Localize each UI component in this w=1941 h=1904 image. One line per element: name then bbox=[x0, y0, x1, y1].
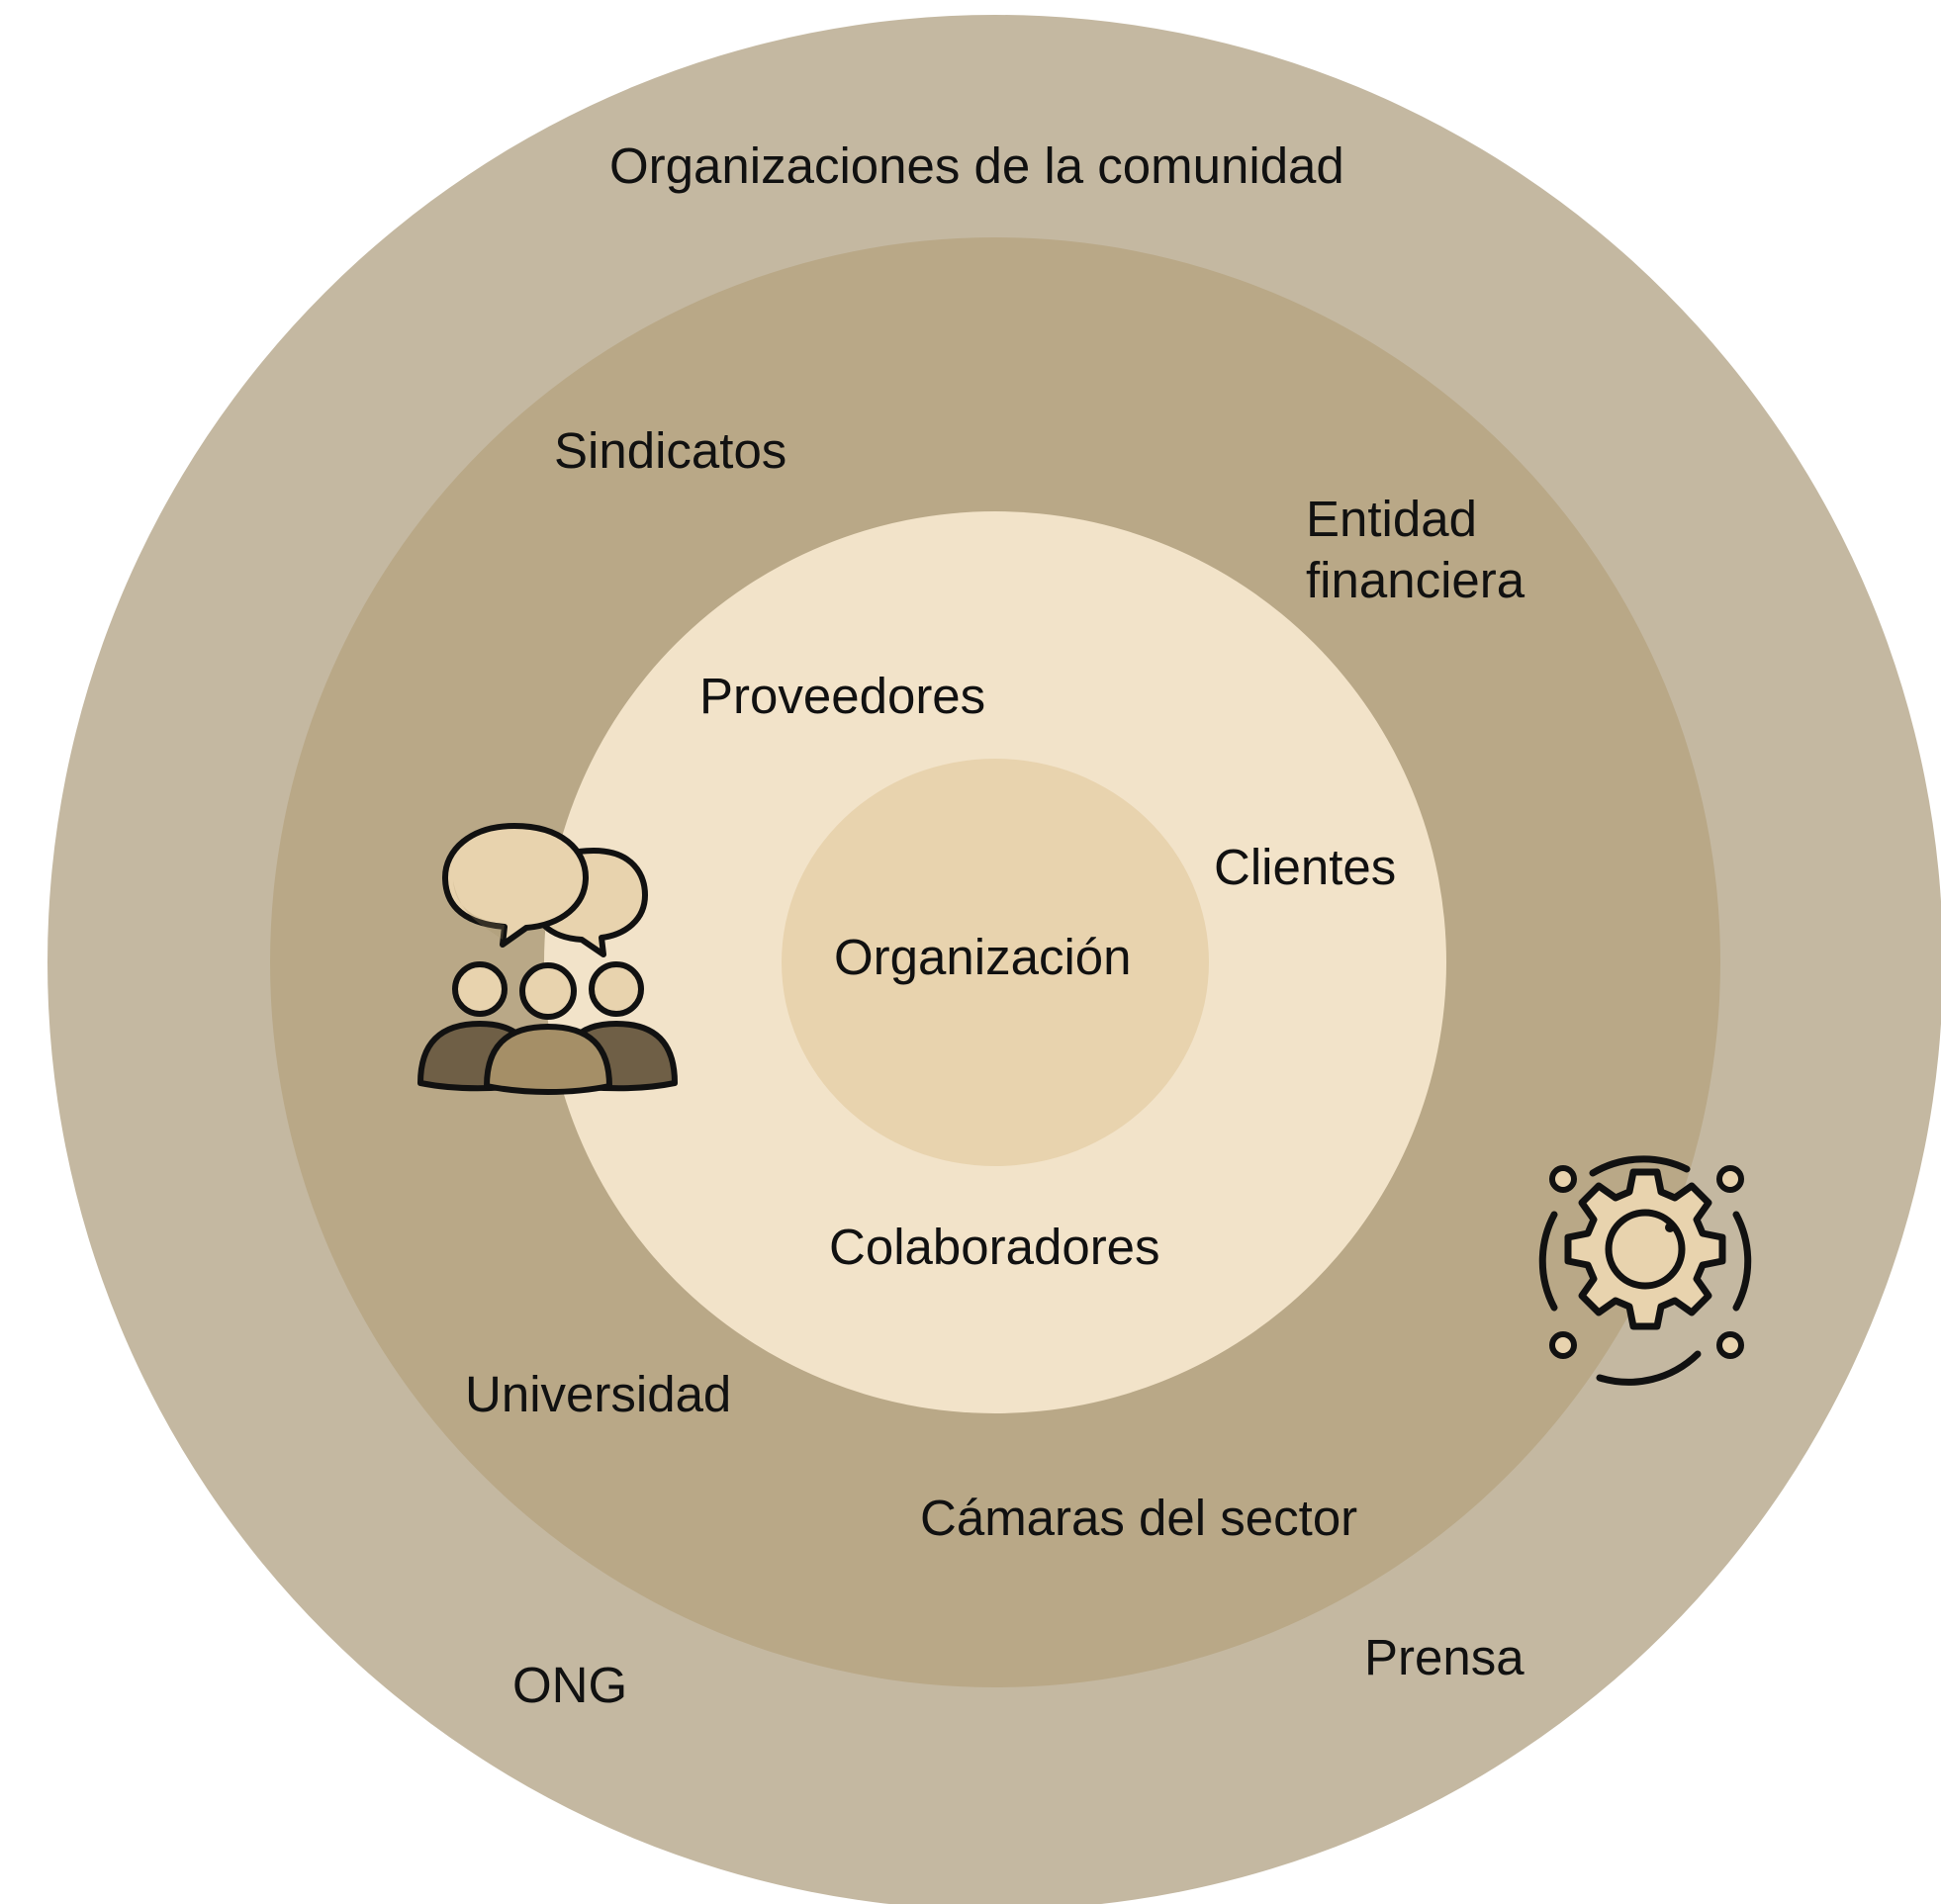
cycle-node-bottom-right bbox=[1716, 1331, 1744, 1359]
cycle-arc-right bbox=[1732, 1211, 1752, 1312]
cycle-node-top-left bbox=[1549, 1165, 1577, 1193]
cycle-arc-bottom bbox=[1596, 1350, 1702, 1386]
cycle-node-bottom-left bbox=[1549, 1331, 1577, 1359]
label-sector-chambers: Cámaras del sector bbox=[920, 1490, 1358, 1546]
speech-bubble-front bbox=[442, 823, 589, 948]
label-unions: Sindicatos bbox=[554, 422, 787, 479]
label-financial-entity-line1: Entidad bbox=[1306, 491, 1477, 547]
label-ngo: ONG bbox=[512, 1657, 628, 1713]
label-organization: Organización bbox=[834, 929, 1132, 985]
label-suppliers: Proveedores bbox=[699, 668, 986, 724]
gear-body bbox=[1564, 1168, 1726, 1330]
core-circle bbox=[782, 759, 1209, 1166]
gear-hub-dot bbox=[1665, 1223, 1675, 1232]
person-right-head bbox=[589, 961, 644, 1017]
person-middle-body bbox=[484, 1024, 612, 1095]
speech-bubble-front-shadow bbox=[453, 880, 505, 940]
label-press: Prensa bbox=[1364, 1629, 1525, 1685]
cycle-arc-top bbox=[1589, 1155, 1691, 1177]
cycle-arc-left bbox=[1538, 1211, 1558, 1312]
label-clients: Clientes bbox=[1214, 839, 1397, 895]
person-left-head bbox=[452, 961, 508, 1017]
label-financial-entity-line2: financiera bbox=[1306, 552, 1525, 608]
label-collaborators: Colaboradores bbox=[829, 1219, 1160, 1275]
label-financial-entity: Entidad financiera bbox=[1306, 489, 1525, 611]
label-community-organizations: Organizaciones de la comunidad bbox=[609, 137, 1344, 194]
gear-hub-ring bbox=[1605, 1209, 1686, 1290]
cycle-node-top-right bbox=[1716, 1165, 1744, 1193]
label-university: Universidad bbox=[465, 1366, 732, 1422]
person-middle-head bbox=[519, 962, 577, 1020]
people-conversation-icon bbox=[417, 823, 678, 1095]
gear-cycle-icon bbox=[1538, 1155, 1752, 1386]
